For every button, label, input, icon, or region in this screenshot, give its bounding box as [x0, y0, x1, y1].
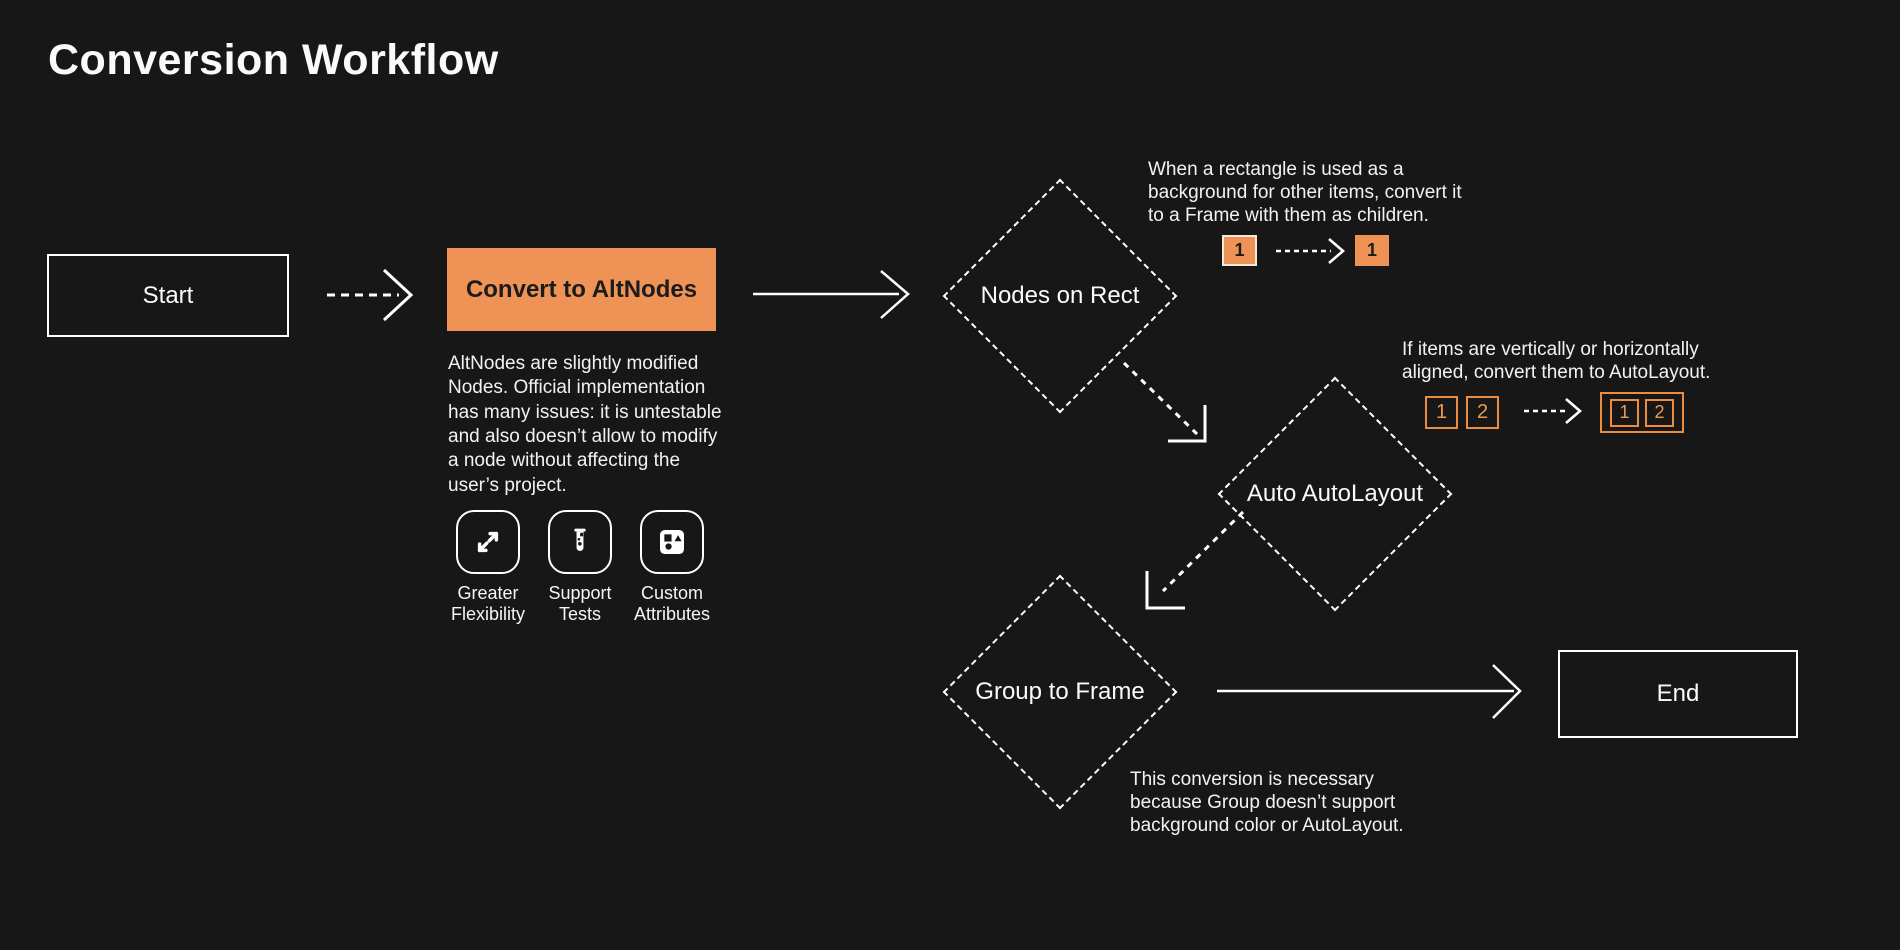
arrow-group-to-frame-to-end	[1217, 665, 1520, 718]
mini-autolayout-container: 1 2	[1600, 392, 1684, 433]
mini-autolayout-item-2: 2	[1645, 398, 1674, 427]
auto-autolayout-label: Auto AutoLayout	[1246, 480, 1424, 507]
auto-autolayout-note: If items are vertically or horizontally …	[1402, 339, 1711, 384]
nodes-on-rect-note: When a rectangle is used as a background…	[1148, 159, 1462, 227]
altnodes-description: AltNodes are slightly modified Nodes. Of…	[448, 353, 722, 496]
mini-autolayout-item-1: 1	[1610, 398, 1639, 427]
shapes-icon	[640, 510, 704, 574]
mini-item-digit: 2	[1654, 402, 1665, 422]
feature-label: Custom Attributes	[633, 583, 711, 624]
end-label: End	[1656, 680, 1700, 707]
flow-node-end: End	[1558, 650, 1798, 738]
arrow-start-to-convert	[327, 270, 411, 320]
feature-custom-attributes: Custom Attributes	[626, 510, 718, 625]
arrow-auto-autolayout-to-group-to-frame	[1147, 512, 1243, 608]
feature-greater-flexibility: Greater Flexibility	[442, 510, 534, 625]
mini-item-2: 2	[1466, 396, 1499, 429]
mini-item-digit: 1	[1619, 402, 1630, 422]
test-tube-icon	[548, 510, 612, 574]
arrow-mini-rect-to-frame	[1276, 239, 1343, 263]
arrow-mini-autolayout	[1524, 399, 1580, 423]
flow-node-start: Start	[47, 254, 289, 337]
nodes-on-rect-label: Nodes on Rect	[980, 282, 1140, 309]
mini-item-1: 1	[1425, 396, 1458, 429]
mini-rect-node: 1	[1222, 235, 1257, 266]
mini-item-digit: 1	[1435, 401, 1448, 423]
mini-frame-node: 1	[1355, 235, 1389, 266]
convert-label: Convert to AltNodes	[465, 275, 698, 303]
page-title: Conversion Workflow	[48, 36, 499, 84]
group-to-frame-label: Group to Frame	[975, 678, 1145, 705]
expand-icon	[456, 510, 520, 574]
feature-label: Support Tests	[548, 583, 612, 624]
feature-label: Greater Flexibility	[450, 583, 525, 624]
start-label: Start	[142, 281, 194, 309]
mini-item-digit: 2	[1476, 401, 1489, 423]
arrow-convert-to-nodes-on-rect	[753, 271, 908, 318]
mini-rect-digit: 1	[1234, 240, 1245, 260]
feature-support-tests: Support Tests	[534, 510, 626, 625]
mini-frame-digit: 1	[1366, 240, 1377, 260]
altnodes-feature-list: Greater Flexibility Support Tests	[442, 510, 718, 625]
group-to-frame-note: This conversion is necessary because Gro…	[1130, 769, 1404, 837]
flow-node-convert-to-altnodes: Convert to AltNodes	[447, 248, 716, 331]
arrow-nodes-on-rect-to-auto-autolayout	[1124, 363, 1205, 441]
